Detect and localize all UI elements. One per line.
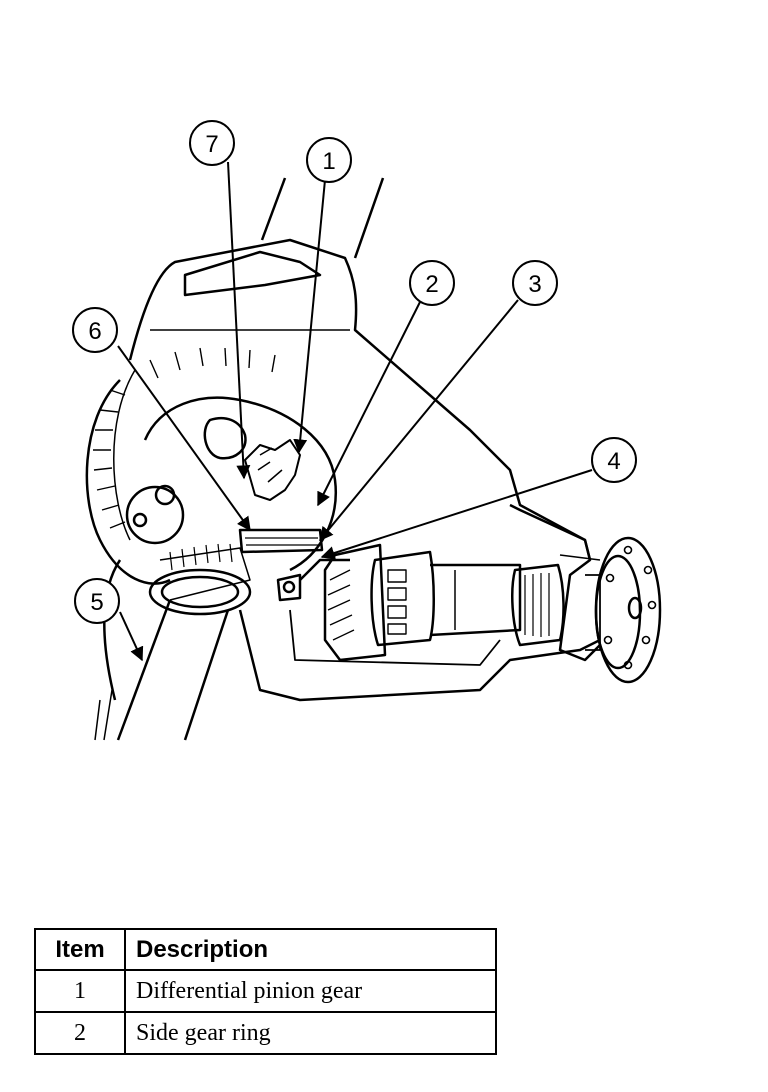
description-column-header: Description <box>124 928 497 971</box>
callout-2: 2 <box>409 260 455 306</box>
callout-3: 3 <box>512 260 558 306</box>
leader-line-4 <box>320 469 593 560</box>
description-cell: Differential pinion gear <box>124 969 497 1013</box>
callout-4: 4 <box>591 437 637 483</box>
item-description-table: Item Description 1 Differential pinion g… <box>34 928 497 1055</box>
leader-line-5 <box>119 611 144 662</box>
callout-6: 6 <box>72 307 118 353</box>
table-row: 1 Differential pinion gear <box>34 969 497 1013</box>
callout-5-label: 5 <box>90 589 103 616</box>
differential-assembly-diagram: 7 1 2 3 4 6 5 <box>72 120 662 741</box>
callout-6-label: 6 <box>88 318 101 345</box>
housing-drawing <box>85 177 662 741</box>
callout-1-label: 1 <box>322 148 335 175</box>
table-row: 2 Side gear ring <box>34 1011 497 1055</box>
leader-lines <box>117 161 593 662</box>
callout-3-label: 3 <box>528 271 541 298</box>
description-cell: Side gear ring <box>124 1011 497 1055</box>
callout-5: 5 <box>74 578 120 624</box>
leader-line-7 <box>227 161 251 480</box>
leader-line-2 <box>317 301 421 507</box>
callout-4-label: 4 <box>607 448 620 475</box>
item-column-header: Item <box>34 928 126 971</box>
table-header-row: Item Description <box>34 928 497 971</box>
leader-line-1 <box>293 179 326 454</box>
leader-line-6 <box>117 345 251 532</box>
leader-line-3 <box>319 299 519 542</box>
callout-7: 7 <box>189 120 235 166</box>
callout-7-label: 7 <box>205 131 218 158</box>
item-number-cell: 1 <box>34 969 126 1013</box>
callout-2-label: 2 <box>425 271 438 298</box>
item-number-cell: 2 <box>34 1011 126 1055</box>
callout-1: 1 <box>306 137 352 183</box>
